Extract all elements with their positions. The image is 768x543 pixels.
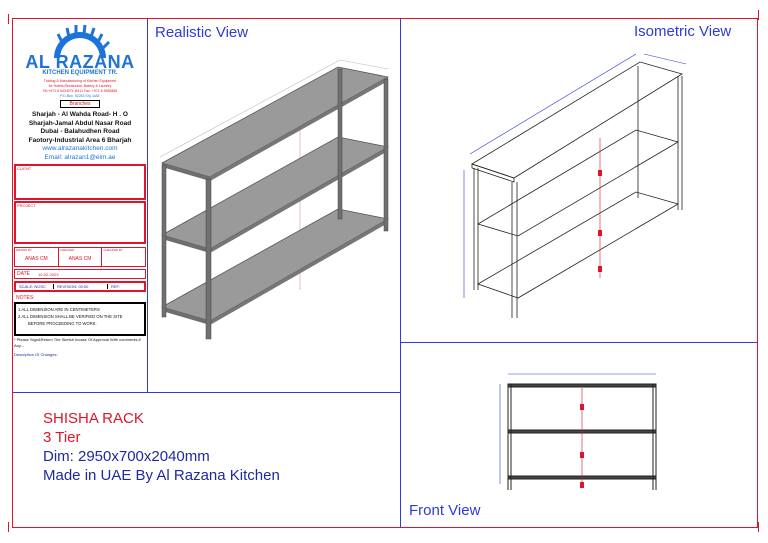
notes-box: 1.ALL DIMENSION ARE IN CENTIMETERS 2.ALL… bbox=[14, 302, 146, 336]
scale-label: SCALE: NOSC bbox=[16, 284, 54, 289]
drawn-by-cell: DRAWN BY ANAS CM bbox=[15, 248, 59, 266]
crop-mark-bottom-right bbox=[758, 522, 759, 532]
realistic-view-drawing bbox=[159, 59, 390, 340]
company-name: AL RAZANA bbox=[25, 52, 135, 72]
crop-mark-top-left bbox=[8, 14, 9, 24]
note-line: 1.ALL DIMENSION ARE IN CENTIMETERS bbox=[18, 307, 100, 312]
company-subtitle: KITCHEN EQUIPMENT TR. bbox=[42, 70, 118, 76]
company-tagline-2: for Hotels,Restaurant, Bakery & Laundry bbox=[48, 84, 112, 88]
address-line: Dubai - Balahudhen Road bbox=[40, 128, 120, 135]
date-value: 10-02-2023 bbox=[37, 271, 59, 277]
company-logo: AL RAZANA KITCHEN EQUIPMENT TR. Trading … bbox=[14, 20, 146, 132]
address-line: Sharjah - Al Wahda Road- H . O bbox=[32, 111, 128, 118]
front-view-title: Front View bbox=[409, 502, 481, 519]
company-pobox: P.O.Box: 92253 Shj.-UAE bbox=[60, 94, 100, 98]
isometric-view-title: Isometric View bbox=[634, 23, 732, 40]
divider-left bbox=[147, 19, 148, 392]
drawn-by-row: DRAWN BY ANAS CM CHECKED ANAS CM CHECKED… bbox=[14, 247, 146, 267]
divider-horizontal-left bbox=[13, 392, 401, 393]
project-box: PROJECT bbox=[14, 201, 146, 244]
realistic-view-title: Realistic View bbox=[155, 24, 249, 41]
date-row: DATE 10-02-2023 bbox=[14, 269, 146, 279]
product-tiers: 3 Tier bbox=[43, 429, 81, 446]
crop-mark-bottom-left bbox=[8, 522, 9, 532]
checked-label: CHECKED bbox=[59, 248, 75, 252]
divider-middle bbox=[400, 19, 401, 527]
crop-mark-top-right bbox=[758, 10, 759, 20]
isometric-view-drawing bbox=[463, 53, 687, 318]
product-dimensions: Dim: 2950x700x2040mm bbox=[43, 448, 210, 465]
changes-label: Description Of Changes: bbox=[14, 352, 58, 357]
checked-value: ANAS CM bbox=[68, 256, 92, 262]
revision-label: REVISION: 00:00 bbox=[54, 284, 108, 289]
project-label: PROJECT bbox=[17, 203, 36, 208]
client-label: CLIENT bbox=[17, 166, 32, 171]
product-made-in: Made in UAE By Al Razana Kitchen bbox=[43, 467, 280, 484]
rack-legs bbox=[161, 68, 389, 340]
company-contact: Tel:+971 6 5434074 |5411 Fax: +971 6 598… bbox=[42, 89, 118, 93]
checked-by-cell: CHECKED BY bbox=[102, 248, 145, 266]
scale-row: SCALE: NOSC REVISION: 00:00 REF: bbox=[14, 281, 146, 292]
note-line: BEFORE PROCEEDING TO WORK. bbox=[28, 321, 97, 326]
checked-cell: CHECKED ANAS CM bbox=[59, 248, 103, 266]
address-line: Sharjah-Jamal Abdul Nasar Road bbox=[28, 119, 132, 127]
company-tagline-1: Trading & Manufacturing of Kitchen Equip… bbox=[43, 79, 117, 83]
divider-right-edge bbox=[757, 19, 758, 527]
drawn-by-value: ANAS CM bbox=[24, 256, 48, 262]
logo-fan-icon bbox=[54, 24, 111, 58]
address-line: Faotory-Industrial Area 6 Bharjah bbox=[28, 136, 132, 144]
date-label: DATE bbox=[17, 271, 30, 277]
company-addresses: Sharjah - Al Wahda Road- H . O Sharjah-J… bbox=[14, 111, 146, 162]
note-line: 2.ALL DIMENSION SHALL BE VERIFIED ON THE… bbox=[18, 314, 123, 319]
product-name: SHISHA RACK bbox=[43, 410, 144, 427]
drawn-by-label: DRAWN BY bbox=[16, 248, 33, 252]
checked-by-label: CHECKED BY bbox=[103, 248, 123, 252]
client-box: CLIENT bbox=[14, 164, 146, 200]
front-view-drawing bbox=[499, 373, 657, 490]
company-website: www.alrazanakitchen.com bbox=[42, 145, 118, 152]
approval-note: * Please Sign&Return The Sketch Incase O… bbox=[14, 337, 141, 348]
product-description: SHISHA RACK 3 Tier Dim: 2950x700x2040mm … bbox=[43, 409, 280, 485]
divider-horizontal-right bbox=[400, 342, 757, 343]
company-email: Email: alrazan1@eim.ae bbox=[44, 153, 116, 161]
notes-label: NOTES: bbox=[16, 295, 35, 301]
branches-label: Branches bbox=[60, 100, 100, 108]
ref-label: REF: bbox=[111, 284, 121, 289]
